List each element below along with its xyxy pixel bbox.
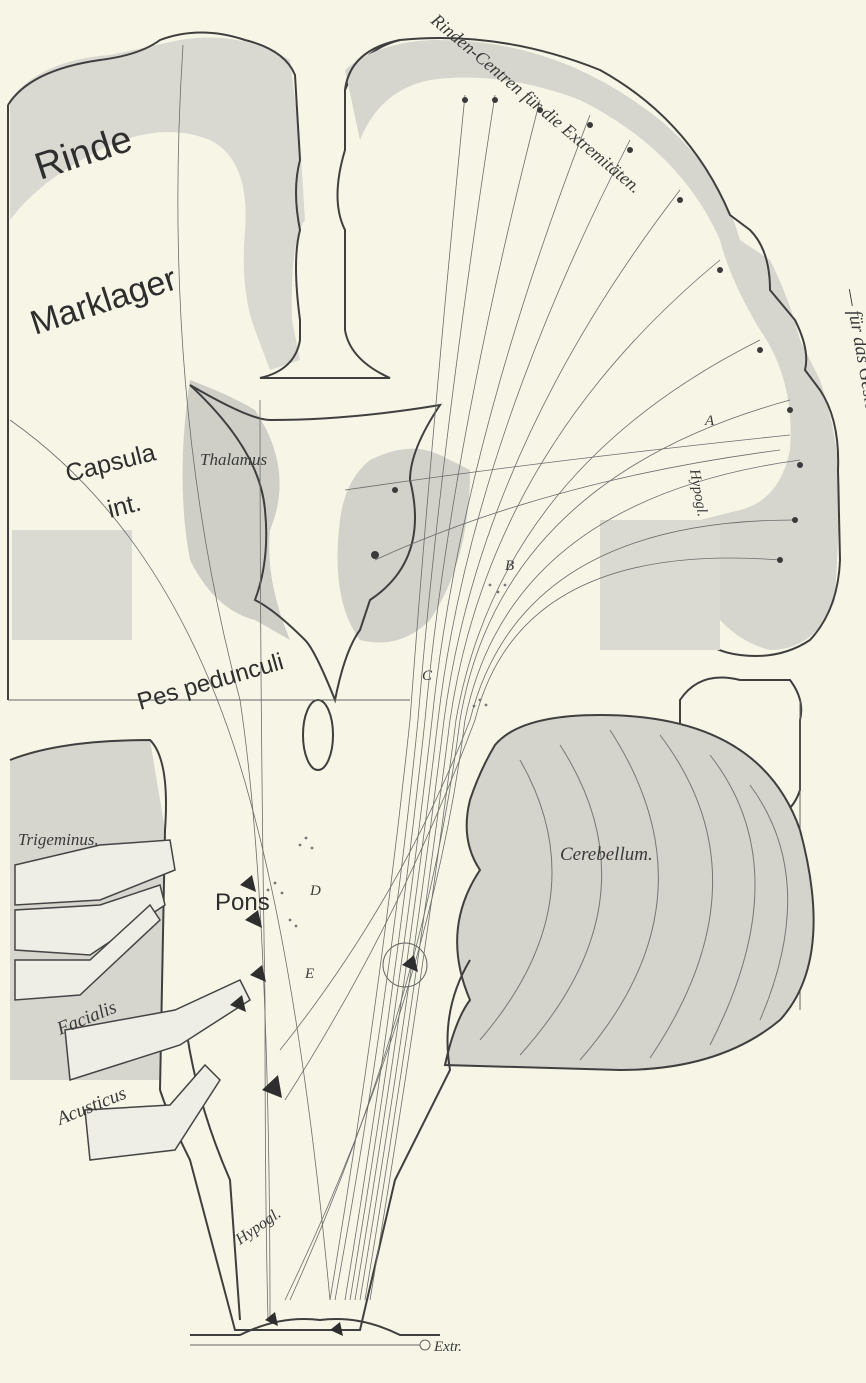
marker-a: A xyxy=(704,413,715,429)
marker-e: E xyxy=(304,966,314,982)
label-hypogl-bottom: Hypogl. xyxy=(232,1205,284,1249)
label-trigeminus: Trigeminus. xyxy=(18,830,99,849)
label-capsula-int: int. xyxy=(105,489,144,524)
label-pes-pedunculi: Pes pedunculi xyxy=(134,648,286,716)
label-pons: Pons xyxy=(215,889,270,916)
label-capsula: Capsula xyxy=(63,438,159,487)
label-cerebellum: Cerebellum. xyxy=(560,844,653,865)
extr-nerve-end xyxy=(420,1340,430,1350)
label-extr: Extr. xyxy=(433,1339,462,1355)
label-thalamus: Thalamus xyxy=(200,450,267,469)
cerebellum-shape xyxy=(445,715,814,1070)
marker-c: C xyxy=(422,668,433,684)
marker-d: D xyxy=(309,883,321,899)
aqueduct xyxy=(303,700,333,770)
marker-b: B xyxy=(505,558,514,574)
spinal-neurons xyxy=(265,1312,343,1336)
left-lenticular-shade xyxy=(12,530,132,640)
label-fuer-gesicht: — für das Gesicht. xyxy=(840,286,866,431)
right-lenticular-shade xyxy=(600,520,720,650)
label-hypogl-top: Hypogl. xyxy=(686,467,710,518)
thalamus-right xyxy=(338,449,471,643)
spinal-section-outline xyxy=(190,1319,440,1335)
pyramidal-fibers xyxy=(280,95,800,1300)
label-marklager: Marklager xyxy=(26,260,182,343)
